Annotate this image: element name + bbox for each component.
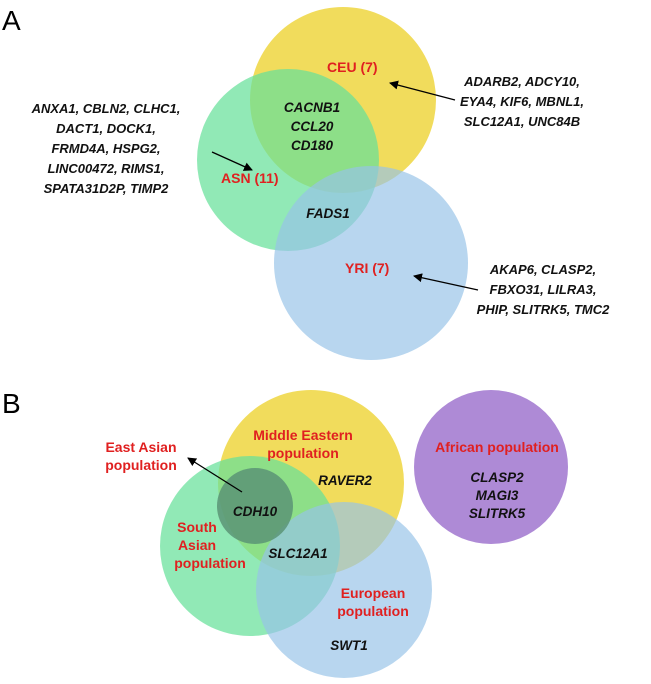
east-asian-label-line: East Asian	[105, 439, 176, 455]
yri-gene-list-line: AKAP6, CLASP2,	[489, 262, 596, 277]
asn-gene-list-line: DACT1, DOCK1,	[56, 121, 156, 136]
east-asian-circle	[217, 468, 293, 544]
middle-eastern-gene: RAVER2	[318, 473, 372, 488]
panel-a-venn	[197, 7, 468, 360]
ceu-arrow	[389, 80, 456, 101]
ceu-gene-list-line: SLC12A1, UNC84B	[464, 114, 580, 129]
yri-gene-list-line: PHIP, SLITRK5, TMC2	[477, 302, 610, 317]
east-asian-gene: CDH10	[233, 504, 278, 519]
middle-eastern-label-line: population	[267, 445, 339, 461]
south-asian-label-line: population	[174, 555, 246, 571]
asn-gene-list-line: LINC00472, RIMS1,	[47, 161, 164, 176]
european-gene: SWT1	[330, 638, 368, 653]
asn-gene-list-line: ANXA1, CBLN2, CLHC1,	[31, 101, 181, 116]
african-gene: CLASP2	[470, 470, 524, 485]
east-asian-label-line: population	[105, 457, 177, 473]
ceu-asn-gene: CACNB1	[284, 100, 340, 115]
asn-label: ASN (11)	[221, 170, 279, 186]
european-circle	[256, 502, 432, 678]
african-circle	[414, 390, 568, 544]
yri-label: YRI (7)	[345, 260, 389, 276]
african-label: African population	[435, 439, 559, 455]
east-asian-arrow	[187, 457, 243, 493]
yri-arrow	[413, 273, 479, 291]
yri-gene-list-line: FBXO31, LILRA3,	[490, 282, 597, 297]
overlap-gene: SLC12A1	[268, 546, 327, 561]
african-gene: SLITRK5	[469, 506, 526, 521]
ceu-label: CEU (7)	[327, 59, 378, 75]
panel-b-venn	[160, 390, 568, 678]
european-label-line: European	[341, 585, 406, 601]
yri-circle	[274, 166, 468, 360]
asn-gene-list-line: FRMD4A, HSPG2,	[51, 141, 160, 156]
ceu-asn-gene: CD180	[291, 138, 334, 153]
asn-yri-gene: FADS1	[306, 206, 350, 221]
ceu-gene-list-line: ADARB2, ADCY10,	[463, 74, 580, 89]
panel-b-label: B	[2, 388, 21, 419]
african-gene: MAGI3	[476, 488, 519, 503]
asn-gene-list-line: SPATA31D2P, TIMP2	[44, 181, 170, 196]
asn-arrow	[211, 151, 253, 171]
ceu-gene-list-line: EYA4, KIF6, MBNL1,	[460, 94, 584, 109]
ceu-asn-gene: CCL20	[291, 119, 334, 134]
middle-eastern-label-line: Middle Eastern	[253, 427, 353, 443]
european-label-line: population	[337, 603, 409, 619]
south-asian-label-line: South	[177, 519, 217, 535]
south-asian-label-line: Asian	[178, 537, 216, 553]
panel-a-label: A	[2, 5, 21, 36]
